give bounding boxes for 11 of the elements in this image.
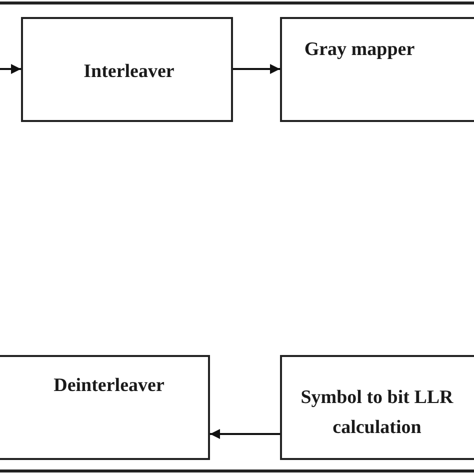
process-box [280, 355, 474, 460]
box-label: Interleaver [82, 60, 176, 84]
arrow [210, 429, 280, 439]
box-label: Gray mapper [303, 38, 416, 62]
process-box [280, 17, 474, 122]
arrow [233, 64, 280, 74]
box-label: Deinterleaver [52, 374, 166, 398]
arrow [0, 64, 21, 74]
box-label: Symbol to bit LLR calculation [300, 386, 454, 440]
process-box [21, 17, 233, 122]
process-box [0, 355, 210, 460]
